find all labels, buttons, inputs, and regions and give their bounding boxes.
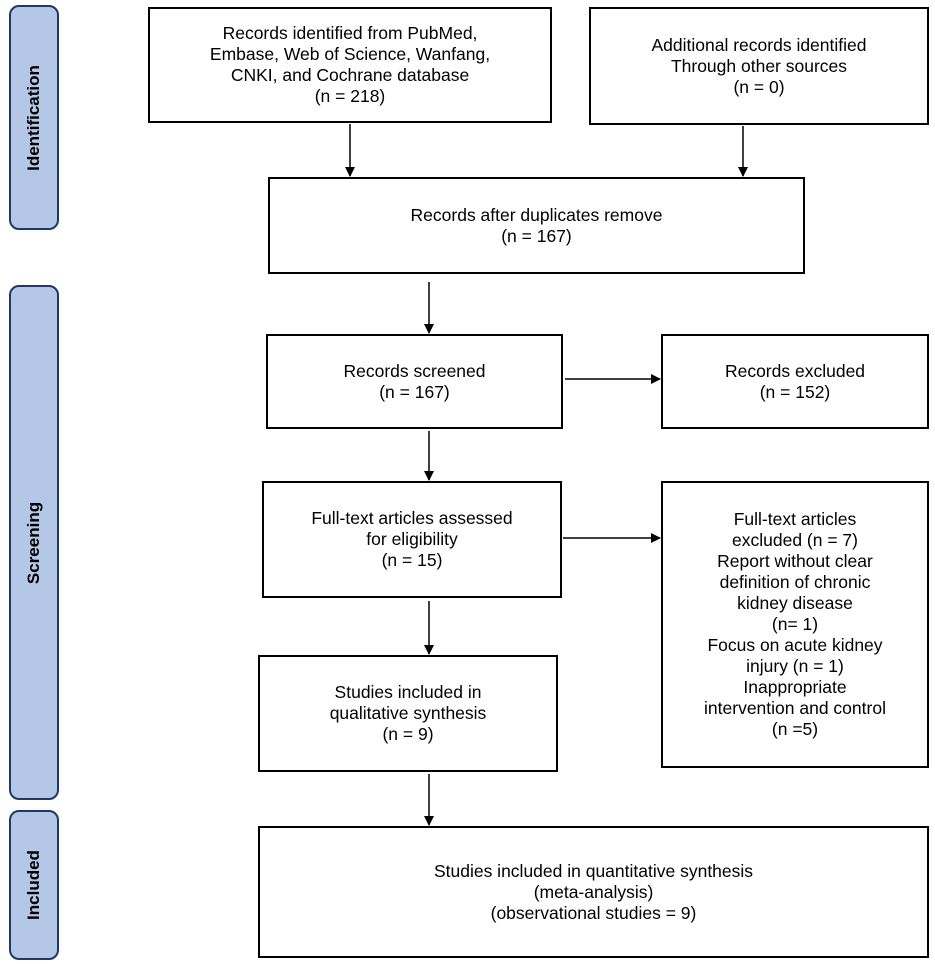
box-line: kidney disease [737, 593, 853, 613]
box-line: (n = 0) [733, 76, 785, 97]
box-line: Focus on acute kidney [707, 635, 883, 655]
box-fulltext-excluded: Full-text articles excluded (n = 7) Repo… [661, 481, 929, 768]
box-line: (n = 152) [759, 381, 831, 402]
box-line: definition of chronic [719, 572, 871, 592]
box-line: (n =5) [771, 719, 819, 739]
box-qualitative-synthesis: Studies included in qualitative synthesi… [258, 655, 558, 772]
box-line: (n = 15) [381, 550, 443, 570]
box-line: Additional records identified [651, 34, 867, 55]
box-line: Embase, Web of Science, Wanfang, [209, 44, 491, 64]
box-line: Studies included in quantitative synthes… [433, 860, 754, 881]
box-line: qualitative synthesis [329, 703, 487, 723]
box-line: (n = 9) [382, 724, 434, 744]
box-line: for eligibility [366, 529, 458, 549]
box-line: intervention and control [704, 698, 886, 718]
box-line: Records screened [343, 360, 486, 381]
box-line: Records identified from PubMed, [222, 23, 478, 43]
box-line: Full-text articles assessed [311, 508, 513, 528]
box-line: injury (n = 1) [746, 656, 844, 676]
box-after-duplicates: Records after duplicates remove (n = 167… [268, 177, 805, 274]
box-fulltext-assessed: Full-text articles assessed for eligibil… [262, 481, 562, 598]
box-records-identified: Records identified from PubMed, Embase, … [148, 7, 552, 123]
phase-identification: Identification [9, 5, 59, 230]
box-line: Report without clear [717, 551, 873, 571]
box-line: Records excluded [724, 360, 866, 381]
phase-included: Included [9, 810, 59, 960]
box-additional-records: Additional records identified Through ot… [589, 7, 929, 125]
box-line: Studies included in [334, 682, 482, 702]
box-line: CNKI, and Cochrane database [230, 65, 470, 85]
box-line: excluded (n = 7) [732, 530, 858, 550]
box-line: (meta-analysis) [533, 881, 654, 902]
box-line: Full-text articles [733, 509, 857, 529]
box-line: Records after duplicates remove [410, 204, 663, 225]
box-line: Through other sources [670, 55, 848, 76]
phase-screening: Screening [9, 285, 59, 800]
box-line: (observational studies = 9) [490, 902, 697, 923]
box-records-excluded: Records excluded (n = 152) [661, 334, 929, 429]
box-quantitative-synthesis: Studies included in quantitative synthes… [258, 826, 929, 958]
box-line: (n = 167) [501, 225, 572, 246]
box-records-screened: Records screened (n = 167) [266, 334, 563, 429]
box-line: (n= 1) [771, 614, 819, 634]
box-line: (n = 167) [379, 381, 450, 402]
box-line: Inappropriate [743, 677, 847, 697]
box-line: (n = 218) [314, 86, 386, 106]
